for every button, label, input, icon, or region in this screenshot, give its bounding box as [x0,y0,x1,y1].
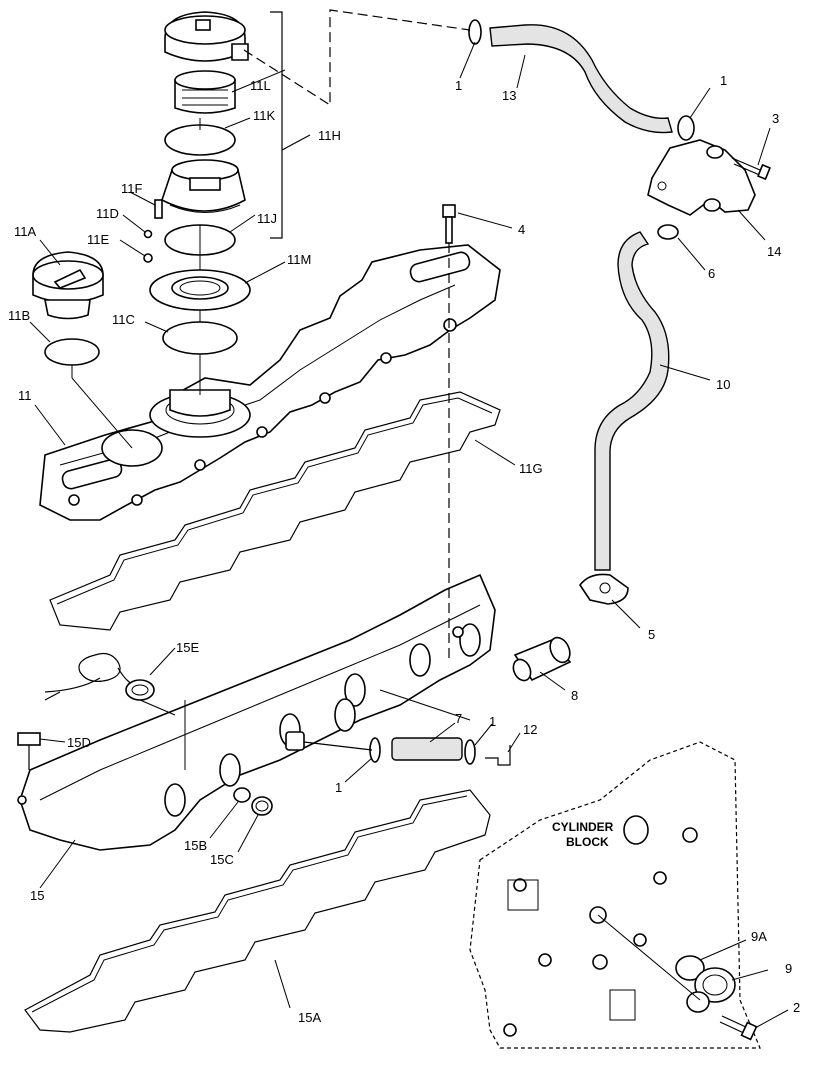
callout-9: 9 [785,961,792,976]
callout-11: 11 [18,388,32,403]
callout-11G: 11G [519,461,543,476]
fitting-8 [512,636,572,682]
bracket-14 [647,139,756,216]
callout-11H: 11H [318,128,341,143]
seal-15B [233,787,251,803]
callout-11F: 11F [121,181,142,196]
callout-15E: 15E [176,640,199,655]
callout-10: 10 [716,377,730,392]
rocker-base-ports [164,623,481,817]
callout-7: 7 [455,711,462,726]
bolt-4 [442,204,456,244]
assembly-line-breather-hose [243,9,471,107]
hose-10 [594,231,670,571]
callout-11J: 11J [257,211,277,226]
callout-12: 12 [523,722,537,737]
callout-8: 8 [571,688,578,703]
oil-filler-cap [32,251,104,320]
callout-15C: 15C [210,852,234,867]
adapter-11M [149,269,251,311]
connector-15E [125,679,155,701]
callout-6: 6 [708,266,715,281]
leader-lines [29,41,789,1029]
bolt-11D [143,229,153,239]
hose-13 [489,24,673,134]
callout-15: 15 [30,888,44,903]
clamp-1-mid [464,739,476,765]
o-ring-9A [675,955,705,981]
callout-4: 4 [518,222,525,237]
washer-11E [143,253,153,263]
flange-5 [579,573,629,605]
callout-11K: 11K [253,108,275,123]
callout-1: 1 [720,73,727,88]
cylinder-block [469,741,761,1049]
clamp-1-right [677,115,695,141]
callout-2: 2 [793,1000,800,1015]
breather-body [161,159,246,213]
callout-labels: 1 13 1 3 4 14 6 10 5 8 7 1 12 1 9A 9 2 1… [8,73,800,1025]
o-ring-11B [44,338,100,366]
clamp-1-top [468,19,482,45]
callout-11M: 11M [287,252,311,267]
callout-1: 1 [455,78,462,93]
callout-1: 1 [335,780,342,795]
callout-5: 5 [648,627,655,642]
clamp-6 [657,224,679,240]
callout-13: 13 [502,88,516,103]
breather-element [174,70,236,114]
hose-7 [391,737,463,761]
callout-1: 1 [489,714,496,729]
breather-port [149,389,251,438]
tube-12 [485,745,511,766]
block-label-line2: BLOCK [566,835,609,849]
bolt-3 [731,157,771,181]
callout-9A: 9A [751,929,767,944]
block-label-line1: CYLINDER [552,820,614,834]
callout-11B: 11B [8,308,30,323]
callout-11L: 11L [250,78,271,93]
o-ring-11C [162,321,238,355]
callout-3: 3 [772,111,779,126]
rocker-base-15 [19,573,496,851]
gasket-11G [49,391,501,631]
bolt-2 [719,1015,758,1041]
sensor-15D [17,732,41,770]
callout-11E: 11E [87,232,109,247]
elbow-fitting [285,731,305,751]
gasket-15A [24,789,491,1033]
wiring-harness-15E [44,652,133,701]
callout-15A: 15A [298,1010,321,1025]
callout-11C: 11C [112,312,135,327]
pin-11F [154,199,163,219]
callout-15D: 15D [67,735,91,750]
callout-15B: 15B [184,838,207,853]
callout-11D: 11D [96,206,119,221]
callout-11A: 11A [14,224,36,239]
seal-15C [251,796,273,816]
callout-14: 14 [767,244,781,259]
breather-cap [164,11,249,62]
